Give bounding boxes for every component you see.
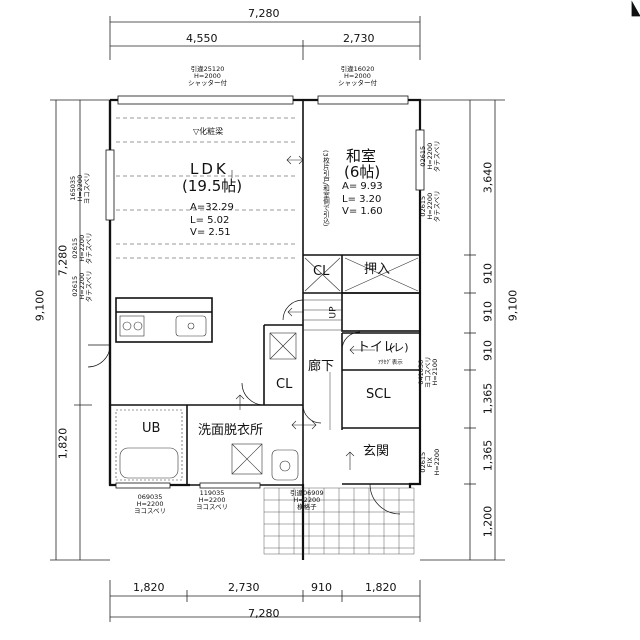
keshouhari-note: ▽化粧梁 bbox=[193, 127, 224, 136]
scl-label: SCL bbox=[366, 387, 391, 402]
dim-top-total: 7,280 bbox=[248, 7, 280, 20]
dim-right-5: 1,365 bbox=[481, 382, 495, 415]
toilet-abbrev: (レ) bbox=[389, 341, 409, 354]
rouka-label: 廊下 bbox=[308, 359, 335, 374]
door-swings bbox=[87, 299, 401, 515]
ldk-name: LDK bbox=[190, 160, 229, 178]
dim-right-4: 910 bbox=[481, 340, 495, 361]
fusuma-note: (3枚片引戸/和室側で引込) bbox=[321, 150, 330, 227]
dim-bottom-total: 7,280 bbox=[248, 607, 280, 620]
dim-right-7: 1,200 bbox=[481, 505, 495, 538]
dim-bottom-3: 910 bbox=[311, 581, 332, 594]
up-label: UP bbox=[328, 306, 339, 319]
dim-right-3: 910 bbox=[481, 301, 495, 322]
dim-bottom-1: 1,820 bbox=[133, 581, 165, 594]
dim-bottom-4: 1,820 bbox=[365, 581, 397, 594]
dim-bottom-2: 2,730 bbox=[228, 581, 260, 594]
toilet-label: トイレ bbox=[357, 340, 397, 355]
beam-lines bbox=[116, 117, 298, 259]
dim-right-1: 3,640 bbox=[481, 161, 495, 194]
dim-top-left: 4,550 bbox=[186, 32, 218, 45]
oshiire-label: 押入 bbox=[364, 262, 391, 277]
ub-label: UB bbox=[142, 421, 161, 436]
kitchen-fixtures bbox=[119, 315, 207, 337]
shoe-shelf-note: ｱｸｾｸﾞ表示 bbox=[378, 360, 403, 366]
senmen-label: 洗面脱衣所 bbox=[198, 423, 264, 438]
cl-lower-label: CL bbox=[276, 377, 293, 392]
genkan-label: 玄関 bbox=[363, 444, 390, 459]
interior-walls bbox=[110, 100, 421, 486]
washitsu-name: 和室 bbox=[346, 147, 377, 165]
wash-basin bbox=[271, 449, 299, 481]
stair-treads bbox=[303, 299, 343, 430]
arrows bbox=[231, 155, 375, 470]
closet-marks bbox=[231, 257, 419, 475]
dim-top-right: 2,730 bbox=[343, 32, 375, 45]
dim-left-lower: 1,820 bbox=[56, 427, 70, 460]
dim-left-upper: 7,280 bbox=[56, 244, 70, 277]
dimension-lines bbox=[50, 16, 505, 622]
ldk-size: (19.5帖) bbox=[182, 177, 243, 195]
windows bbox=[105, 95, 425, 489]
dim-left-total: 9,100 bbox=[33, 289, 47, 322]
dim-right-2: 910 bbox=[481, 263, 495, 284]
bathroom-unit bbox=[115, 409, 183, 481]
washitsu-size: (6帖) bbox=[344, 163, 381, 181]
cl-upper-label: CL bbox=[313, 264, 330, 279]
dim-right-total: 9,100 bbox=[506, 289, 520, 322]
dim-right-6: 1,365 bbox=[481, 439, 495, 472]
north-arrow-icon bbox=[631, 0, 640, 17]
entry-deck bbox=[263, 487, 415, 555]
